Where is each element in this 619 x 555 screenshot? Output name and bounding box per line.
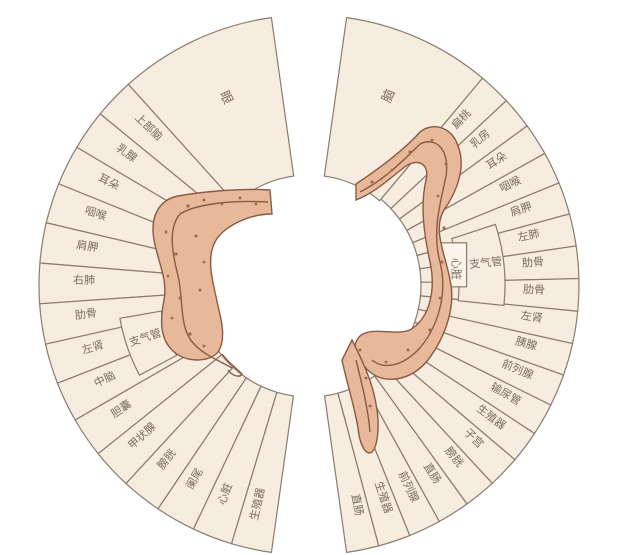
segment-label: 肋骨: [523, 282, 545, 297]
segment-label: 心脏: [450, 258, 463, 280]
segment-label: 右肺: [73, 273, 95, 287]
left-colon-illustration: [153, 189, 272, 376]
segment-label: 肋骨: [521, 254, 544, 270]
